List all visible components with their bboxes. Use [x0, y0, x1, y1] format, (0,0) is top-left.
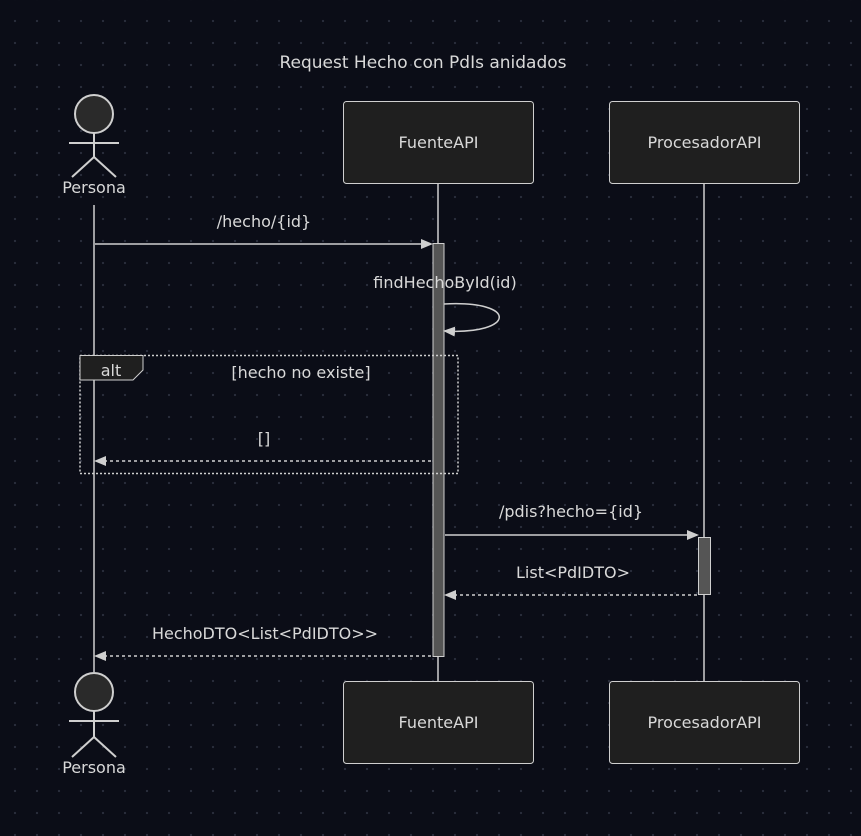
- alt-fragment: alt [hecho no existe]: [79, 354, 459, 475]
- fuente-activation-bar: [432, 243, 445, 657]
- alt-keyword: alt: [101, 361, 122, 380]
- request-label: /hecho/{id}: [217, 212, 311, 231]
- fuente-participant-top: FuenteAPI: [343, 101, 534, 184]
- procesador-label-top: ProcesadorAPI: [648, 133, 762, 152]
- fuente-label-top: FuenteAPI: [399, 133, 479, 152]
- self-call-arrow: [443, 302, 500, 337]
- pdis-response-label: List<PdIDTO>: [516, 563, 630, 582]
- procesador-participant-top: ProcesadorAPI: [609, 101, 800, 184]
- actor-head-icon: [74, 94, 114, 134]
- final-response-label: HechoDTO<List<PdIDTO>>: [152, 624, 378, 643]
- procesador-label-bottom: ProcesadorAPI: [648, 713, 762, 732]
- pdis-request-label: /pdis?hecho={id}: [499, 502, 643, 521]
- diagram-title: Request Hecho con PdIs anidados: [279, 53, 566, 73]
- persona-label-bottom: Persona: [62, 758, 126, 777]
- procesador-activation-bar: [698, 537, 711, 595]
- persona-actor-top: Persona: [62, 94, 126, 197]
- actor-head-icon: [74, 672, 114, 712]
- persona-label-top: Persona: [62, 178, 126, 197]
- fuente-label-bottom: FuenteAPI: [399, 713, 479, 732]
- self-call-label: findHechoById(id): [373, 273, 516, 292]
- procesador-participant-bottom: ProcesadorAPI: [609, 681, 800, 764]
- alt-return-label: []: [258, 429, 270, 448]
- persona-actor-bottom: Persona: [62, 672, 126, 777]
- alt-condition: [hecho no existe]: [231, 363, 370, 382]
- fuente-participant-bottom: FuenteAPI: [343, 681, 534, 764]
